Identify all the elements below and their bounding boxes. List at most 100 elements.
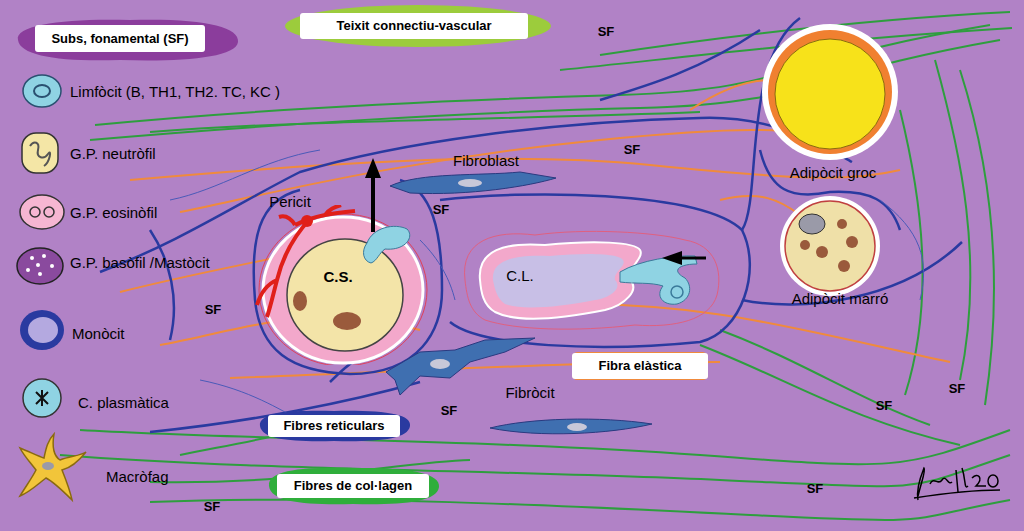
fibrocyte-cell <box>490 419 652 434</box>
ground-substance-mark: SF <box>433 202 450 217</box>
elastic-fibres <box>720 196 800 215</box>
vascular-tissue-key-shape <box>285 5 551 47</box>
reticular-fibres <box>440 194 750 346</box>
elastic-fibre-key: Fibra elàstica <box>572 352 708 380</box>
node-label: C.L. <box>495 266 545 286</box>
node-label: Subs, fonamental (SF) <box>35 25 205 52</box>
lymphatic-capillary-shape <box>493 254 624 308</box>
legend-text: G.P. basòfil /Mastòcit <box>70 254 210 271</box>
eosinophil-icon <box>20 195 64 229</box>
monocyte-icon <box>28 317 58 343</box>
lymphatic-capillary-shape <box>455 220 730 340</box>
node-label: Fibra elàstica <box>572 353 708 379</box>
lymphatic-capillary-shape <box>620 256 697 304</box>
thin-reticular-fibres <box>880 200 924 300</box>
brown-adipocyte <box>838 260 850 272</box>
lymphatic-capillary: C.L. <box>455 220 730 340</box>
fibroblast-cell <box>390 172 556 194</box>
brown-adipocyte <box>780 196 880 296</box>
author-signature <box>988 475 998 487</box>
legend-text: Monòcit <box>72 325 125 342</box>
yellow-adipocyte <box>762 24 898 160</box>
collagen-fibres <box>60 12 1012 520</box>
sinusoid-capillary-shape <box>301 215 313 227</box>
brown-adipocyte <box>785 201 875 291</box>
reticular-fibres <box>254 180 442 374</box>
reticular-fibres <box>150 230 174 340</box>
eosinophil-icon <box>20 195 64 229</box>
reticular-fibre-key: Fibres reticulars <box>254 408 414 444</box>
node-label: Fibres de col·lagen <box>277 474 429 498</box>
migration-arrow <box>680 257 706 260</box>
macrophage-icon <box>20 434 86 500</box>
lymphatic-capillary-shape <box>465 231 719 329</box>
legend-text: C. plasmàtica <box>78 394 169 411</box>
sinusoid-capillary: C.S. <box>255 205 435 365</box>
fibrocyte-cell <box>567 423 587 431</box>
reticular-fibre-key-shape <box>260 411 410 441</box>
fibroblast-cell <box>458 179 482 187</box>
reticular-fibres <box>600 30 760 100</box>
cell-label: Fibroblast <box>453 152 519 169</box>
elastic-fibres <box>180 130 840 212</box>
author-signature <box>914 490 1000 498</box>
ground-substance-key: Subs, fonamental (SF) <box>10 16 242 64</box>
legend-text: Macròfag <box>106 468 169 485</box>
ground-substance-mark: SF <box>949 381 966 396</box>
legend-text: G.P. neutròfil <box>70 145 156 162</box>
vascular-tissue-key: Teixit connectiu-vascular <box>283 3 553 49</box>
collagen-fibres <box>60 455 1010 486</box>
sinusoid-capillary-shape <box>364 226 410 263</box>
collagen-fibres <box>80 430 1010 464</box>
brown-adipocyte <box>816 246 828 258</box>
lymphatic-capillary-shape <box>671 286 683 298</box>
node-label: Teixit connectiu-vascular <box>300 13 528 39</box>
sinusoid-capillary-shape <box>259 214 427 365</box>
thin-reticular-fibres <box>420 240 455 300</box>
lymphocyte-icon <box>23 75 61 107</box>
migration-arrow <box>371 176 375 232</box>
brown-adipocyte <box>837 219 847 229</box>
ground-substance-mark: SF <box>441 403 458 418</box>
sinusoid-capillary-shape <box>293 291 307 311</box>
eosinophil-icon <box>44 207 54 217</box>
node-label: C.S. <box>313 267 363 287</box>
author-signature <box>914 468 1000 500</box>
brown-adipocyte <box>800 240 810 250</box>
basophil-icon <box>50 264 54 268</box>
collagen-fibres <box>720 330 930 425</box>
cell-label: Adipòcit groc <box>790 164 877 181</box>
basophil-icon <box>17 248 63 284</box>
basophil-icon <box>26 268 30 272</box>
ground-substance-mark: SF <box>807 481 824 496</box>
sinusoid-capillary-shape <box>257 205 355 317</box>
macrophage-icon <box>20 434 86 500</box>
basophil-icon <box>17 248 63 284</box>
lymphocyte-icon <box>23 75 61 107</box>
yellow-adipocyte <box>762 24 898 160</box>
plasma-cell-icon <box>36 390 48 406</box>
monocyte-icon <box>20 310 64 350</box>
collagen-fibre-key-shape <box>269 468 439 504</box>
elastic-fibres <box>690 80 770 110</box>
basophil-icon <box>36 263 40 267</box>
ground-substance-mark: SF <box>598 24 615 39</box>
thin-reticular-fibres <box>170 150 924 420</box>
lymphatic-capillary-shape <box>480 242 641 318</box>
brown-adipocyte <box>780 196 880 296</box>
plasma-cell-icon <box>23 379 61 417</box>
reticular-fibres <box>100 18 962 432</box>
neutrophil-icon <box>22 133 58 173</box>
cell-label: Adipòcit marró <box>792 290 889 307</box>
collagen-fibres <box>700 345 960 445</box>
collagen-fibre-key: Fibres de col·lagen <box>263 465 443 507</box>
collagen-fibres <box>935 60 970 380</box>
author-signature <box>972 476 986 486</box>
monocyte-icon <box>20 310 64 350</box>
brown-adipocyte <box>846 236 858 248</box>
ground-substance-mark: SF <box>204 499 221 514</box>
migration-arrow <box>365 158 381 178</box>
